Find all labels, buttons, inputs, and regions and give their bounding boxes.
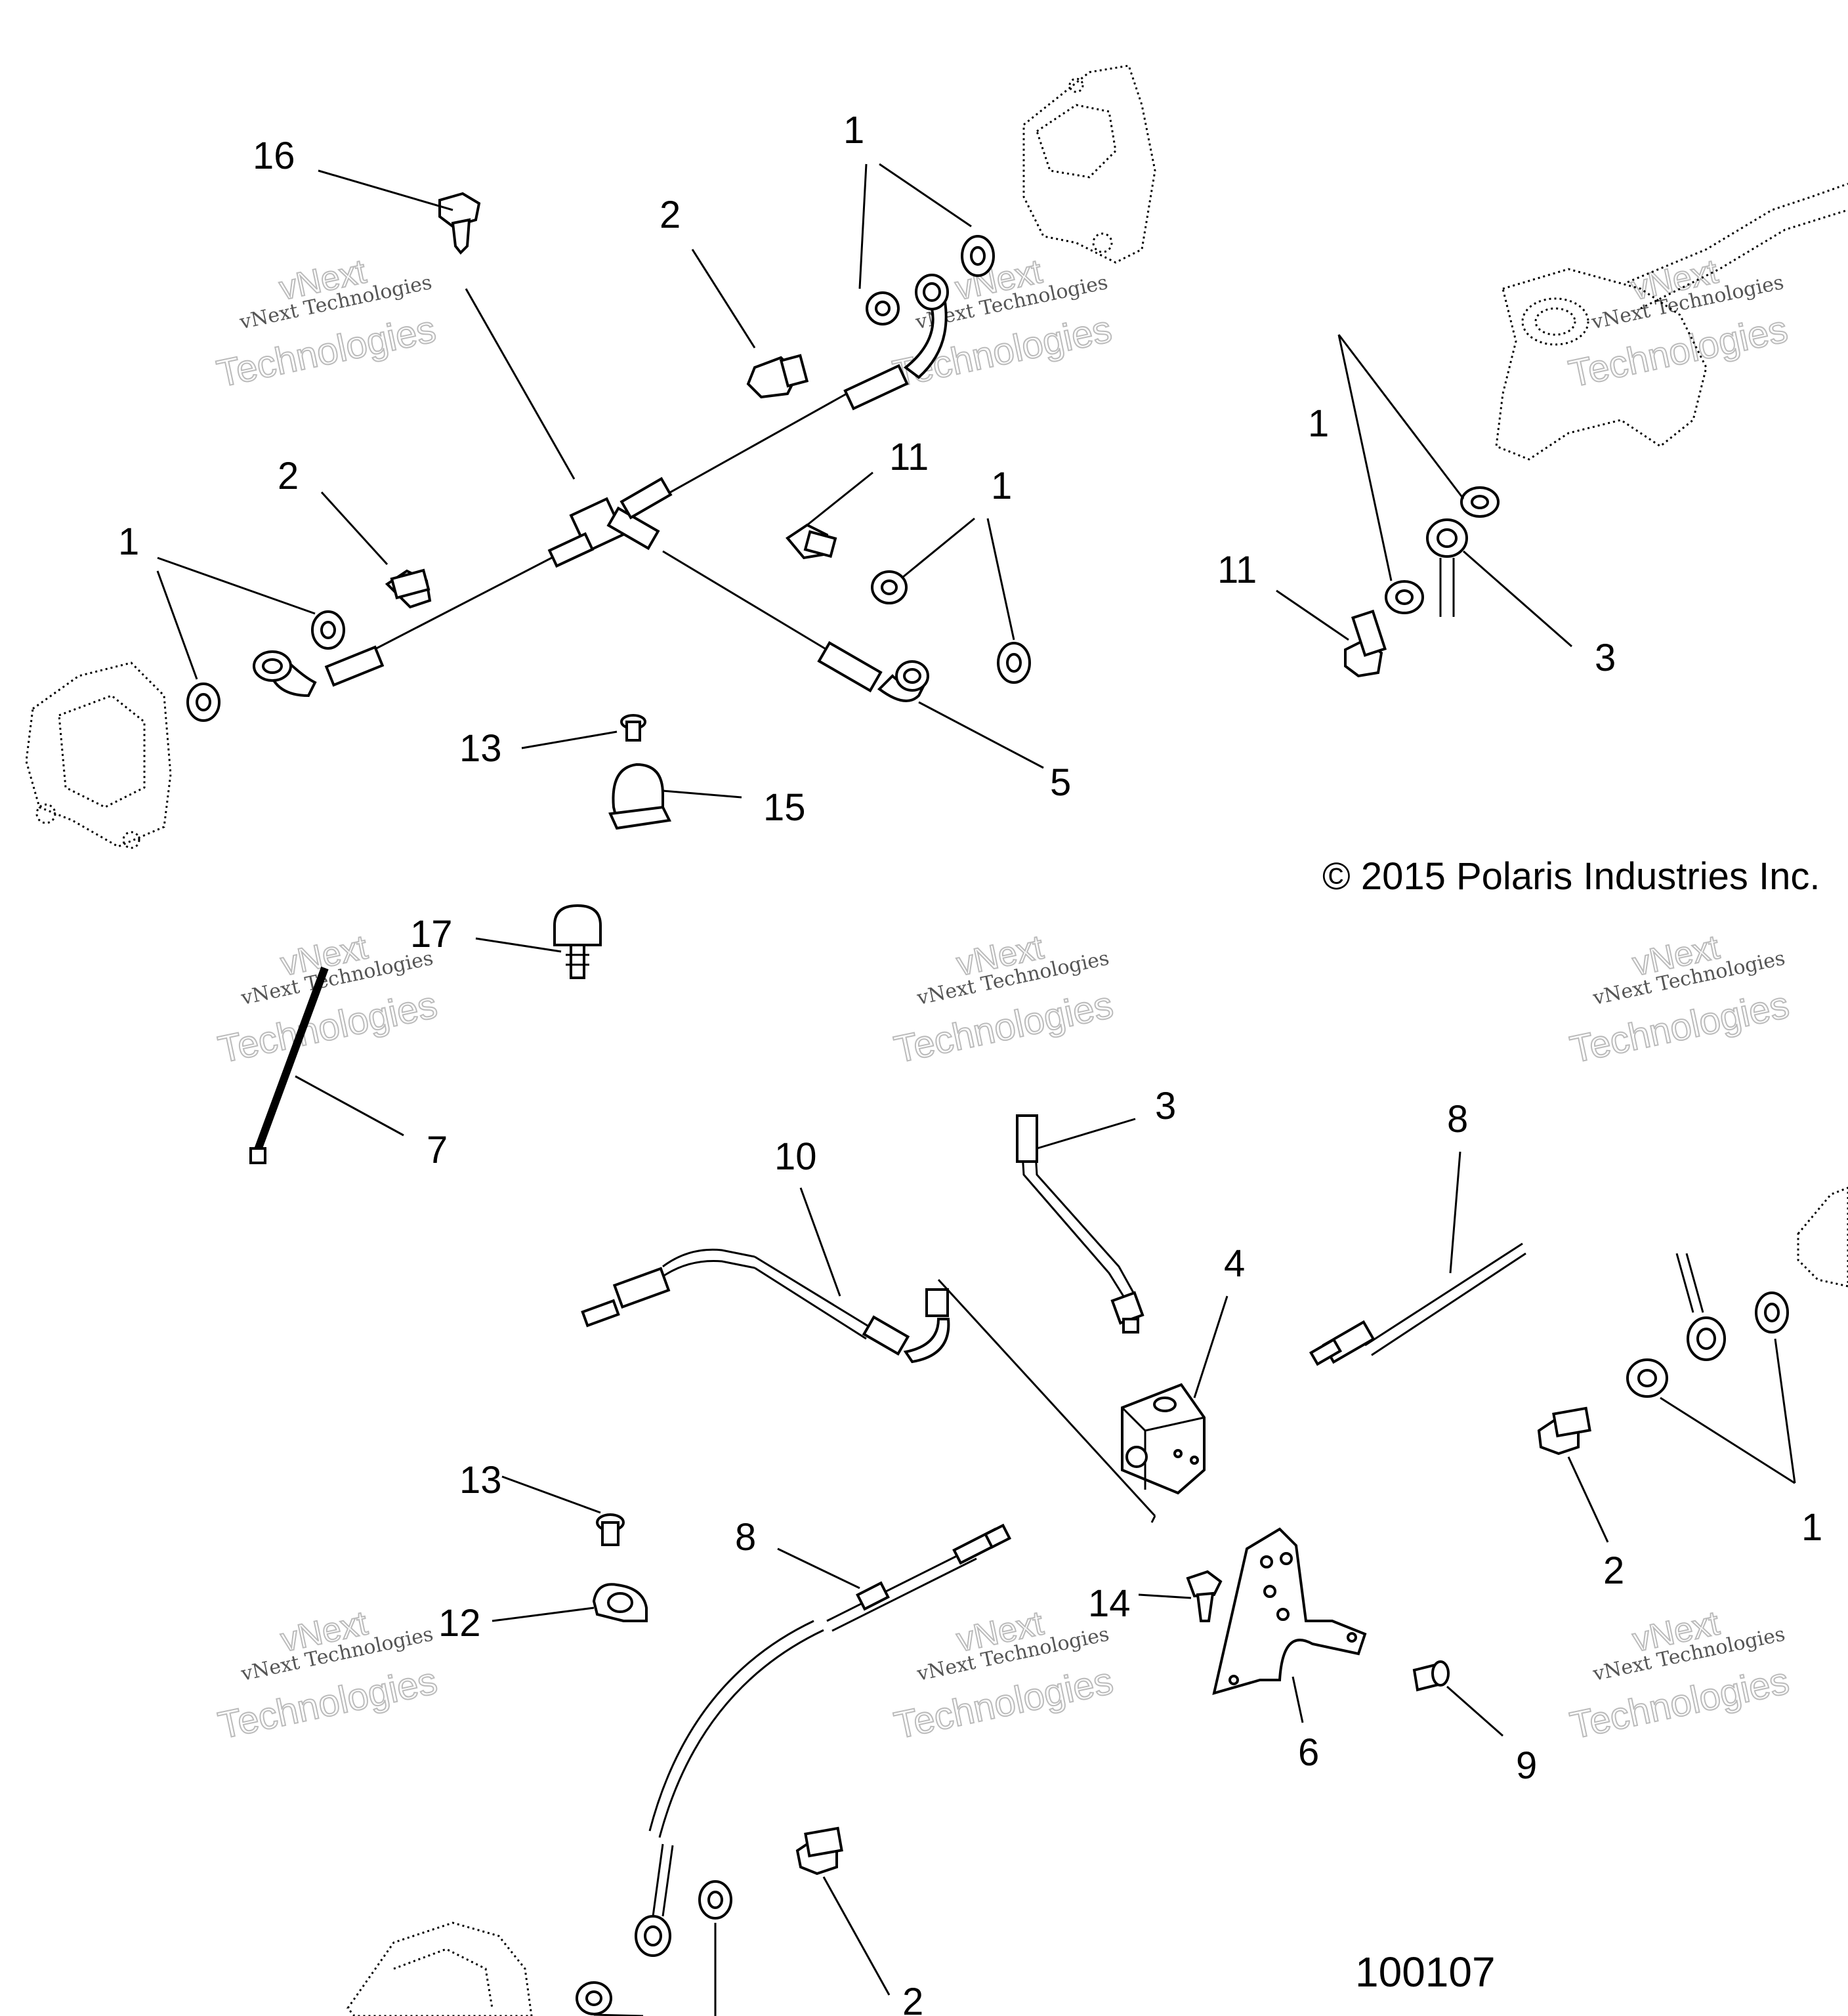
watermark-bottom-left: vNext vNext Technologies Technologies	[214, 1603, 442, 1748]
bolt-2a	[746, 354, 809, 399]
washer-bottom-a	[698, 1880, 732, 1920]
callout-3: 3	[1155, 1085, 1176, 1127]
callout-15: 15	[763, 786, 806, 829]
callout-labels: 16 2 1 2 1 11 1 13 15 5 1 11 3 17 7 10 3…	[118, 109, 1822, 2016]
callout-14: 14	[1088, 1582, 1131, 1625]
bolt-2b	[385, 568, 432, 609]
washer-1h	[1385, 580, 1424, 614]
hose-end-right-lower	[1675, 1253, 1726, 1361]
callout-9: 9	[1516, 1744, 1537, 1787]
callout-11: 11	[1217, 549, 1257, 591]
callout-11: 11	[889, 436, 929, 478]
callout-17: 17	[410, 913, 453, 956]
callout-3: 3	[1595, 637, 1616, 679]
bolt-16	[438, 192, 481, 255]
leader-lines	[156, 163, 1796, 2016]
junction-block-4	[1121, 1383, 1206, 1495]
washer-1i	[1755, 1292, 1789, 1334]
washer-1b	[866, 291, 900, 326]
callout-2: 2	[278, 455, 299, 497]
callout-5: 5	[1050, 761, 1071, 804]
callout-8: 8	[1447, 1098, 1468, 1141]
washer-1d	[186, 682, 220, 722]
callout-13: 13	[459, 727, 502, 770]
watermark-mid-right: vNext vNext Technologies Technologies	[1566, 927, 1794, 1072]
callout-7: 7	[427, 1129, 448, 1171]
caliper-left	[25, 662, 172, 849]
bolt-2c	[1537, 1406, 1591, 1456]
hose-end-bottom	[635, 1843, 674, 1957]
callout-1: 1	[1801, 1506, 1822, 1549]
washer-1c	[311, 610, 345, 650]
banjo-3a	[1426, 518, 1468, 617]
watermark-bottom-center: vNext vNext Technologies Technologies	[890, 1603, 1118, 1748]
callout-13: 13	[459, 1459, 502, 1502]
bolt-11b	[1344, 610, 1387, 678]
callout-4: 4	[1224, 1242, 1245, 1285]
callout-1: 1	[1308, 402, 1329, 445]
washer-1a	[961, 235, 995, 277]
cable-tie-7	[249, 966, 329, 1164]
bracket-6	[1212, 1527, 1367, 1695]
screw-9	[1412, 1660, 1450, 1692]
brake-line-8b	[648, 1523, 1012, 1838]
screw-13a	[620, 714, 646, 742]
copyright-text: © 2015 Polaris Industries Inc.	[1322, 855, 1820, 898]
caliper-bottom	[346, 1922, 533, 2016]
brake-hose-10	[581, 1248, 950, 1364]
diagram-number: 100107	[1355, 1948, 1496, 1996]
callout-1: 1	[991, 465, 1012, 507]
clamp-12	[592, 1583, 648, 1622]
bolt-2d	[795, 1826, 843, 1876]
washer-1j	[1626, 1358, 1668, 1398]
brake-line-3b	[1016, 1114, 1144, 1334]
callout-16: 16	[253, 135, 295, 177]
washer-1g	[1460, 486, 1500, 518]
callout-1: 1	[118, 520, 139, 563]
clip-17	[553, 904, 602, 979]
callout-2: 2	[1603, 1549, 1624, 1592]
master-cylinder-top-right	[1495, 182, 1848, 461]
brake-tee-line-assembly	[253, 274, 949, 702]
callout-2: 2	[660, 194, 681, 236]
callout-2: 2	[902, 1981, 923, 2016]
caliper-top-center	[1022, 64, 1156, 264]
callout-6: 6	[1298, 1731, 1319, 1774]
callout-1: 1	[843, 109, 864, 152]
watermark-top-right: vNext vNext Technologies Technologies	[1564, 252, 1792, 396]
brake-line-8a	[1309, 1242, 1526, 1366]
callout-10: 10	[774, 1135, 817, 1178]
screw-14	[1186, 1570, 1223, 1622]
washer-bottom-b	[576, 1981, 612, 2015]
washer-1e	[871, 570, 908, 604]
clamp-15	[608, 763, 672, 830]
callout-12: 12	[438, 1602, 481, 1645]
watermark-top-left: vNext vNext Technologies Technologies	[213, 252, 440, 396]
callout-8: 8	[735, 1516, 756, 1559]
caliper-right-edge	[1797, 1186, 1848, 1288]
screw-13b	[596, 1513, 625, 1546]
bolt-11a	[786, 523, 837, 560]
watermark-bottom-right: vNext vNext Technologies Technologies	[1566, 1603, 1794, 1748]
watermark-mid-center: vNext vNext Technologies Technologies	[890, 927, 1118, 1072]
washer-1f	[997, 642, 1031, 684]
